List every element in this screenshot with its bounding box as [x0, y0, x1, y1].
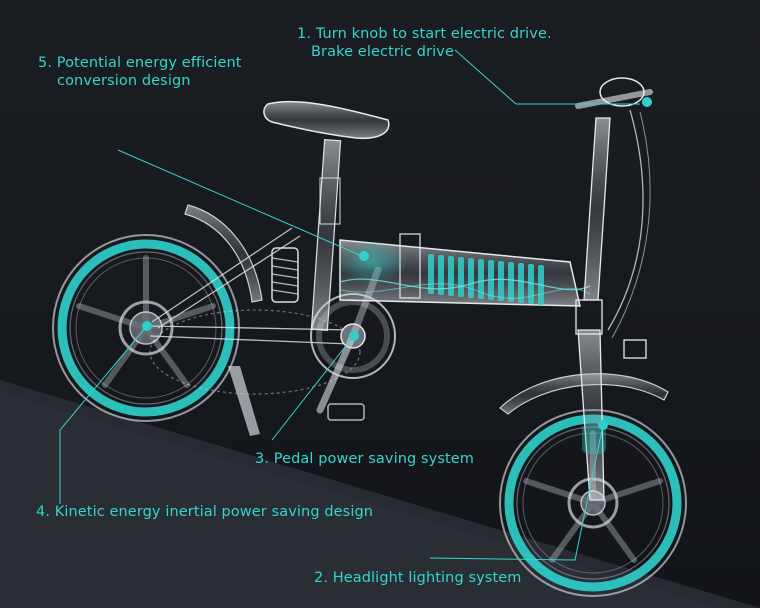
seat-assembly — [263, 100, 390, 331]
handlebar — [575, 77, 653, 109]
callout-4-label: 4. Kinetic energy inertial power saving … — [36, 504, 374, 520]
leader-lines — [59, 49, 640, 561]
kickstand — [228, 366, 260, 436]
rear-shock — [271, 247, 299, 303]
leader-5 — [117, 149, 363, 257]
chainring — [310, 266, 396, 421]
callout-5-label: 5. Potential energy efficient conversion… — [38, 55, 242, 89]
leader-4 — [59, 325, 148, 504]
rear-fender — [184, 204, 263, 303]
fork-and-stem — [575, 109, 651, 501]
front-fender — [499, 373, 669, 415]
leader-2 — [429, 424, 604, 561]
main-frame — [336, 233, 591, 307]
leader-3 — [271, 337, 353, 441]
callout-1-label: 1. Turn knob to start electric drive. Br… — [297, 26, 552, 60]
callout-2-label: 2. Headlight lighting system — [314, 570, 522, 586]
callout-3-label: 3. Pedal power saving system — [255, 451, 475, 467]
leader-1 — [454, 49, 640, 105]
